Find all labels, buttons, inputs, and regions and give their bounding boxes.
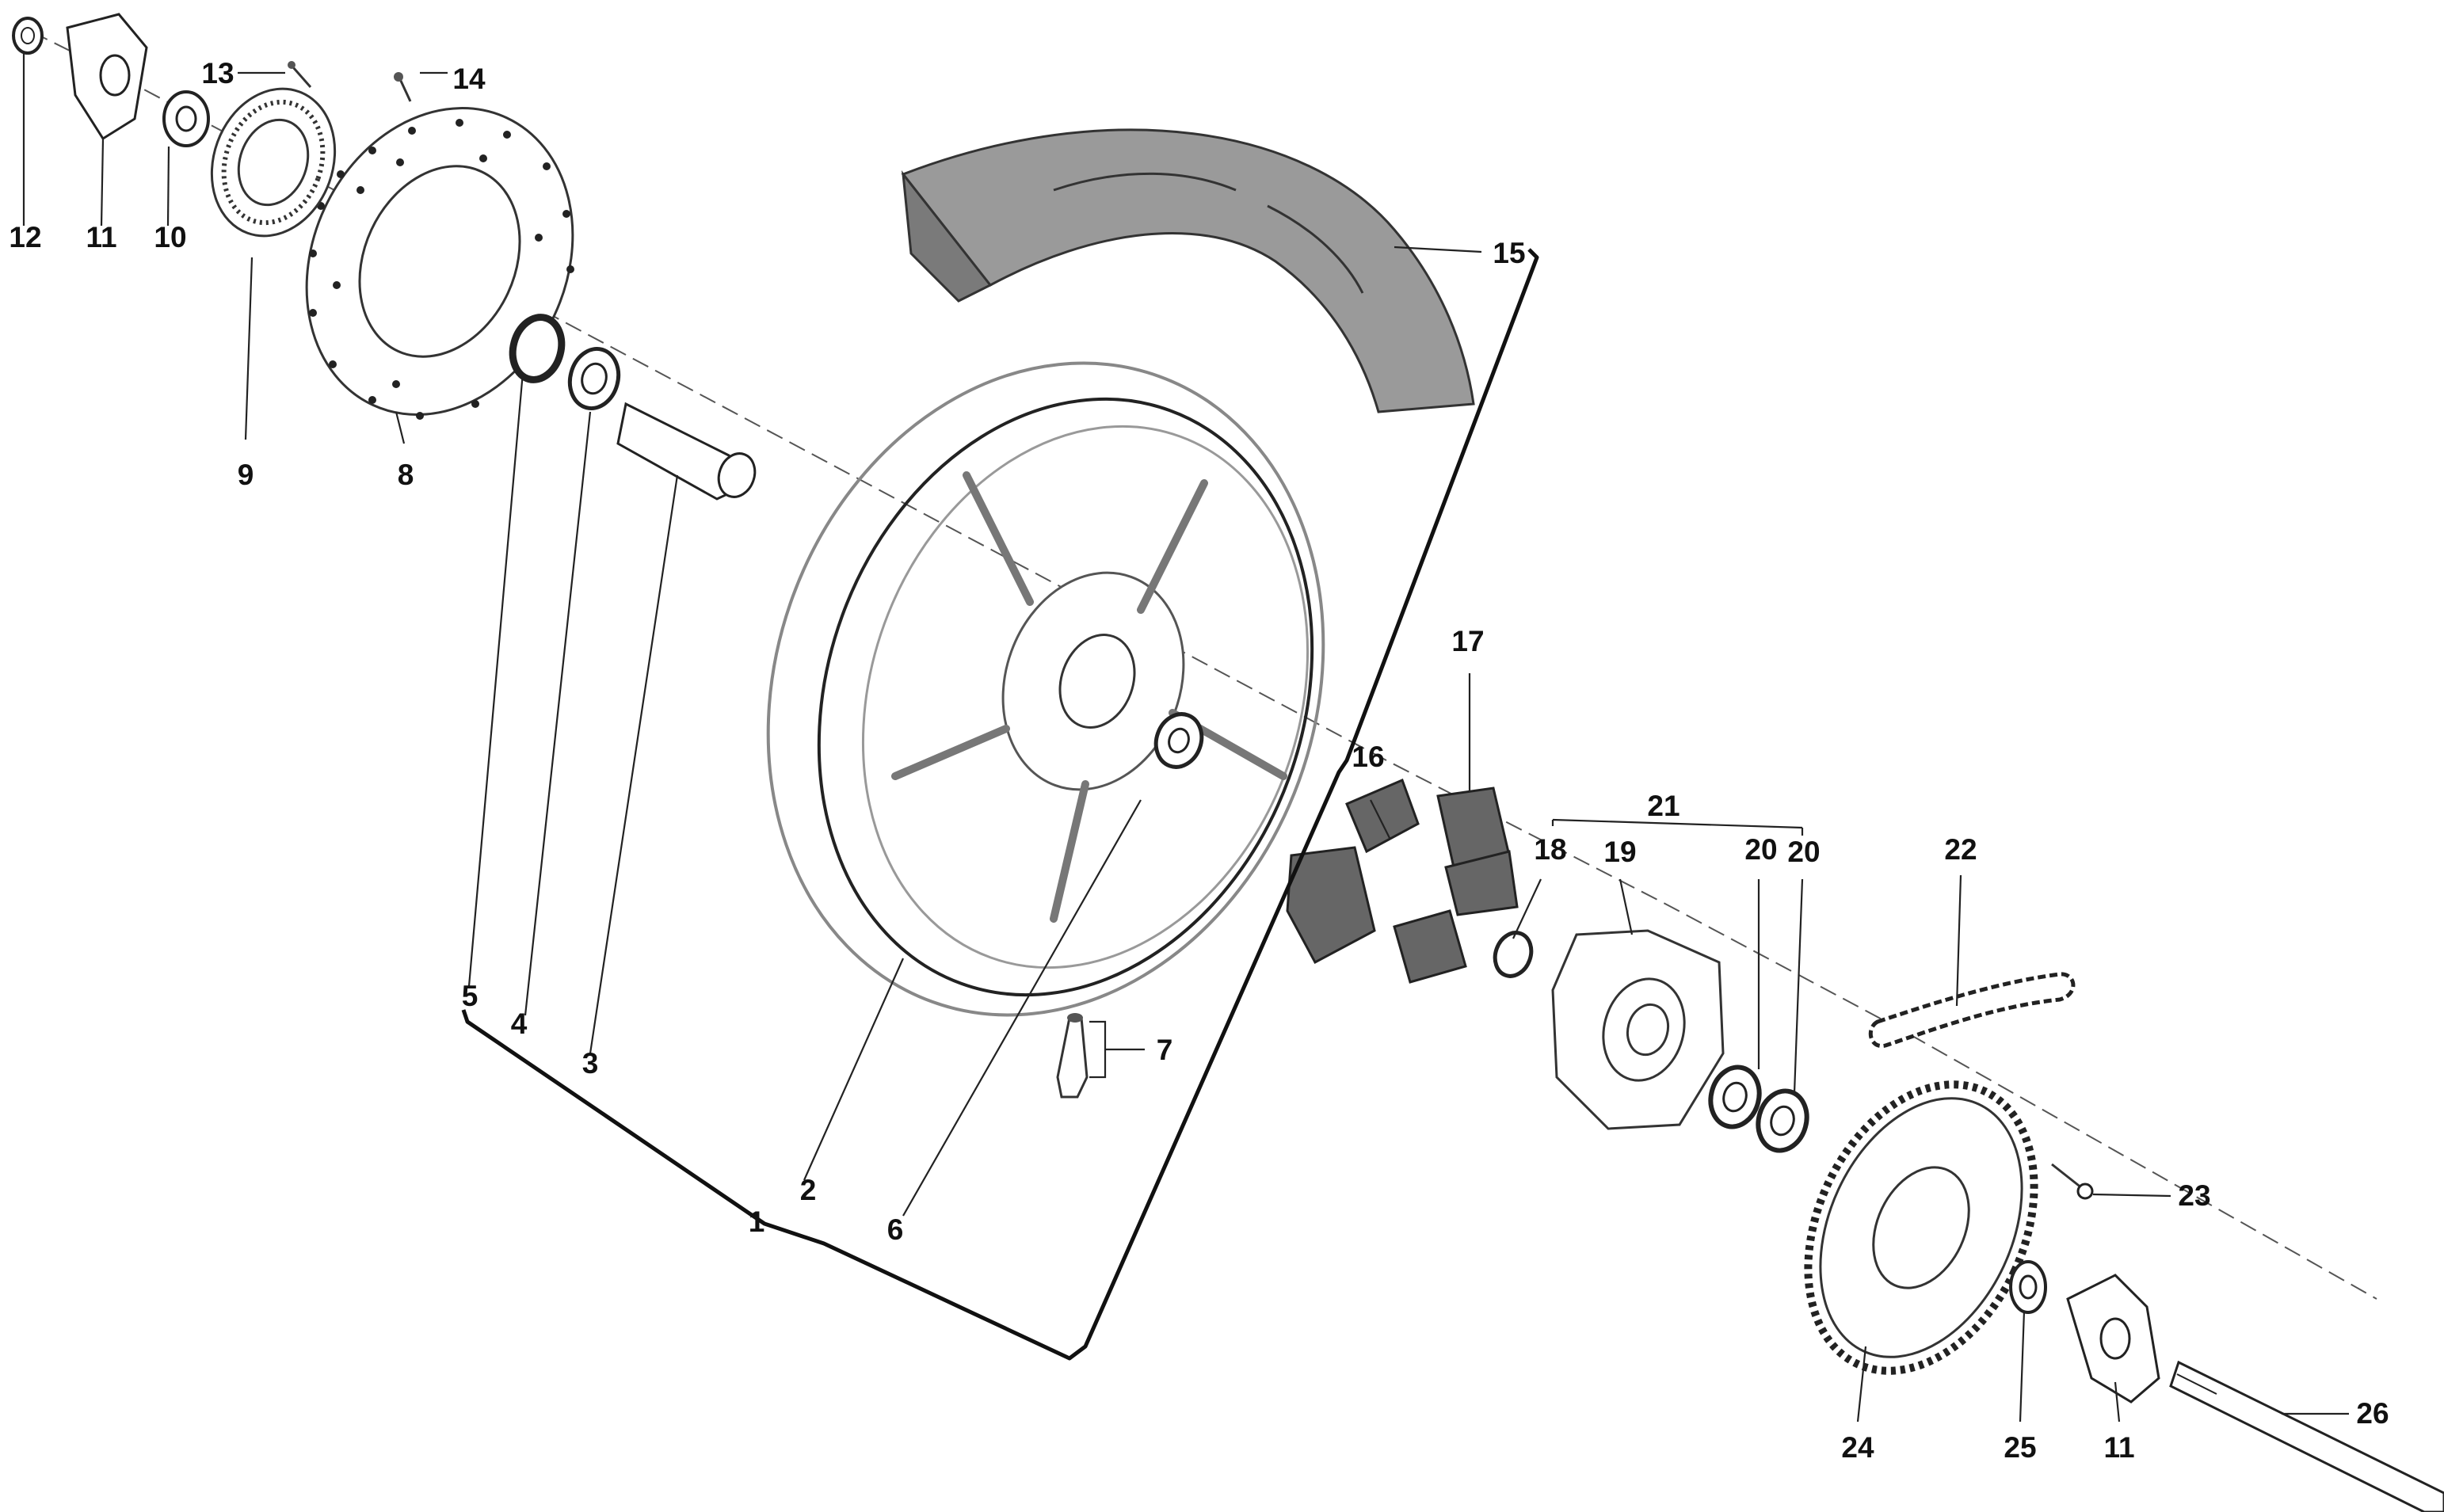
screw-14 <box>394 72 412 102</box>
abs-tone-ring <box>210 87 337 238</box>
callout-25: 25 <box>2004 1431 2036 1464</box>
spacer-tube <box>616 402 757 501</box>
callout-16: 16 <box>1352 741 1384 773</box>
axle-nut <box>12 17 44 55</box>
callout-19: 19 <box>1603 836 1636 868</box>
callout-3: 3 <box>582 1047 599 1080</box>
brake-disc <box>305 107 574 420</box>
callout-6: 6 <box>887 1213 904 1246</box>
chain-adjuster-right <box>2066 1274 2160 1403</box>
callout-13: 13 <box>201 57 234 90</box>
bearing-left <box>567 346 621 411</box>
callout-5: 5 <box>462 980 479 1012</box>
tire <box>901 128 1475 413</box>
callout-2: 2 <box>800 1174 817 1206</box>
callout-17: 17 <box>1451 625 1484 657</box>
callout-11-right: 11 <box>2103 1431 2134 1464</box>
callout-23: 23 <box>2178 1179 2210 1212</box>
callout-15: 15 <box>1493 237 1525 269</box>
wheel-bearing <box>1153 712 1204 769</box>
spacer-18 <box>1493 931 1534 978</box>
callout-10: 10 <box>154 221 186 253</box>
callout-4: 4 <box>511 1007 528 1040</box>
callout-11-left: 11 <box>86 221 116 253</box>
callout-24: 24 <box>1841 1431 1874 1464</box>
callout-8: 8 <box>398 459 414 491</box>
callout-1: 1 <box>749 1205 765 1238</box>
hub-assembly-bracket <box>1551 818 1804 836</box>
callout-20b: 20 <box>1787 836 1820 868</box>
wheel-assembly-bracket <box>461 248 1539 1361</box>
callout-12: 12 <box>9 221 41 253</box>
callout-7: 7 <box>1157 1034 1173 1066</box>
hub-bearing-1 <box>1708 1064 1762 1129</box>
screw-13 <box>288 61 312 88</box>
callout-21: 21 <box>1647 790 1680 822</box>
oil-seal <box>509 314 566 383</box>
callout-labels: 1 2 3 4 5 6 7 8 9 10 11 12 13 14 15 16 1… <box>9 57 2389 1464</box>
wheel-rim <box>766 361 1325 1017</box>
callout-9: 9 <box>238 459 254 491</box>
rear-sprocket <box>1804 1080 2038 1375</box>
spacer-washer-right <box>2009 1260 2047 1314</box>
cush-drive-rubbers <box>1286 778 1519 984</box>
tire-valve <box>1056 1013 1089 1099</box>
callout-20a: 20 <box>1744 833 1777 866</box>
sprocket-carrier-hub <box>1551 929 1725 1130</box>
sprocket-bolt <box>2051 1163 2094 1200</box>
callout-26: 26 <box>2356 1397 2389 1430</box>
callout-14: 14 <box>452 63 486 95</box>
hub-bearing-2 <box>1756 1088 1809 1153</box>
callout-18: 18 <box>1534 833 1566 866</box>
chain-adjuster-left <box>66 13 148 141</box>
drive-chain <box>1868 972 2076 1049</box>
rear-axle <box>2169 1360 2444 1512</box>
spacer-washer-left <box>162 90 210 147</box>
leader-lines <box>22 54 2349 1422</box>
callout-22: 22 <box>1944 833 1977 866</box>
